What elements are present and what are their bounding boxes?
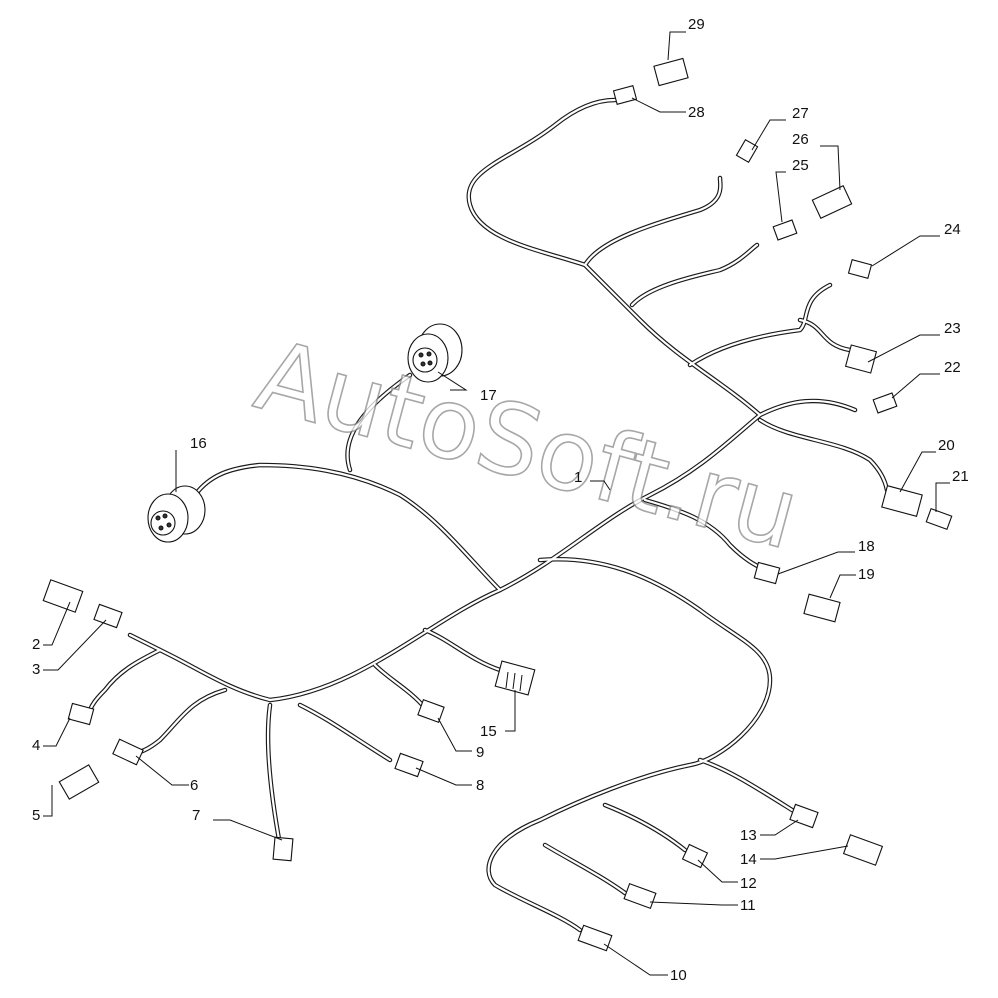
harness-wires bbox=[87, 97, 890, 933]
connector-12 bbox=[681, 843, 709, 869]
round-connector-16 bbox=[147, 485, 206, 543]
connector-8 bbox=[394, 752, 424, 778]
connector-5 bbox=[58, 764, 100, 800]
connector-3 bbox=[93, 603, 123, 629]
connector-23 bbox=[844, 344, 878, 374]
wire-w-l1 bbox=[87, 647, 163, 713]
callout-5: 5 bbox=[32, 807, 40, 824]
callout-11: 11 bbox=[740, 897, 756, 914]
wire-inner-w-l2 bbox=[138, 688, 227, 754]
callout-27: 27 bbox=[792, 105, 809, 122]
connector-14 bbox=[842, 834, 884, 866]
connector-24 bbox=[847, 258, 873, 280]
connector-2 bbox=[42, 579, 84, 613]
wire-inner-w-b4 bbox=[758, 399, 857, 417]
wire-w-r2 bbox=[602, 802, 688, 853]
wire-w-b1 bbox=[582, 175, 723, 268]
connector-18 bbox=[753, 561, 781, 585]
connector-7 bbox=[272, 836, 294, 862]
wire-inner-w-up bbox=[193, 463, 502, 592]
wire-inner-w-left bbox=[128, 633, 272, 702]
callout-18: 18 bbox=[858, 538, 875, 555]
wire-inner-w-b6 bbox=[643, 498, 767, 572]
connector-15 bbox=[494, 660, 536, 696]
callout-14: 14 bbox=[740, 851, 757, 868]
wire-w-right bbox=[486, 557, 773, 933]
callout-17: 17 bbox=[480, 387, 497, 404]
callout-29: 29 bbox=[688, 16, 705, 33]
wire-inner-w-right bbox=[487, 558, 772, 932]
connector-26 bbox=[811, 185, 853, 219]
callout-23: 23 bbox=[944, 320, 961, 337]
callout-12: 12 bbox=[740, 875, 757, 892]
connector-10 bbox=[577, 924, 613, 952]
watermark: AutoSoft.ru bbox=[245, 319, 810, 573]
leader-lines bbox=[43, 31, 950, 976]
callout-28: 28 bbox=[688, 104, 705, 121]
callout-7: 7 bbox=[192, 807, 200, 824]
connector-19 bbox=[803, 593, 841, 623]
connector-13 bbox=[789, 803, 819, 829]
connector-21 bbox=[925, 507, 953, 531]
wire-w-b3b bbox=[797, 317, 853, 353]
connector-4 bbox=[67, 702, 95, 726]
wire-w-b2 bbox=[629, 242, 760, 308]
wire-inner-w-r2 bbox=[603, 803, 687, 852]
connector-25 bbox=[772, 219, 798, 241]
wire-w-l2 bbox=[137, 687, 228, 755]
connectors bbox=[42, 57, 953, 952]
callout-1: 1 bbox=[574, 469, 582, 486]
callout-13: 13 bbox=[740, 827, 757, 844]
wire-inner-w-r3 bbox=[543, 843, 627, 895]
callout-16: 16 bbox=[190, 435, 207, 452]
callout-4: 4 bbox=[32, 737, 40, 754]
callout-22: 22 bbox=[944, 359, 961, 376]
callout-19: 19 bbox=[858, 566, 875, 583]
connector-6 bbox=[112, 738, 144, 766]
wire-inner-w-b3b bbox=[798, 318, 852, 352]
callout-20: 20 bbox=[938, 437, 955, 454]
callout-2: 2 bbox=[32, 636, 40, 653]
callout-3: 3 bbox=[32, 661, 40, 678]
connector-27 bbox=[735, 138, 759, 164]
wire-inner-w-l3 bbox=[266, 703, 282, 847]
connector-29 bbox=[653, 57, 689, 87]
connector-20 bbox=[881, 485, 923, 517]
wire-inner-w-b1 bbox=[583, 176, 722, 267]
connector-11 bbox=[623, 882, 657, 910]
wire-inner-w-up2 bbox=[346, 373, 412, 472]
wire-inner-w-b2 bbox=[630, 243, 759, 307]
wire-inner-w-l6 bbox=[423, 628, 502, 672]
connector-28 bbox=[612, 84, 638, 106]
round-connector-17 bbox=[407, 323, 463, 383]
wire-inner-w-l4 bbox=[298, 703, 392, 762]
callout-15: 15 bbox=[480, 723, 497, 740]
callout-labels: 29 28 27 26 25 24 23 22 20 21 1 17 16 18… bbox=[32, 16, 969, 984]
wire-inner-w-b5 bbox=[758, 418, 889, 492]
callout-25: 25 bbox=[792, 157, 809, 174]
callout-8: 8 bbox=[476, 777, 484, 794]
callout-9: 9 bbox=[476, 744, 484, 761]
callout-10: 10 bbox=[670, 967, 687, 984]
wire-inner-w-r1 bbox=[698, 758, 802, 817]
callout-26: 26 bbox=[792, 131, 809, 148]
callout-21: 21 bbox=[952, 468, 969, 485]
callout-24: 24 bbox=[944, 221, 961, 238]
connector-22 bbox=[872, 392, 898, 414]
wire-inner-w-b3 bbox=[688, 283, 832, 367]
connector-9 bbox=[417, 699, 445, 723]
callout-6: 6 bbox=[190, 777, 198, 794]
wire-inner-w-l1 bbox=[88, 648, 162, 712]
wire-inner-w-l5 bbox=[373, 663, 427, 710]
